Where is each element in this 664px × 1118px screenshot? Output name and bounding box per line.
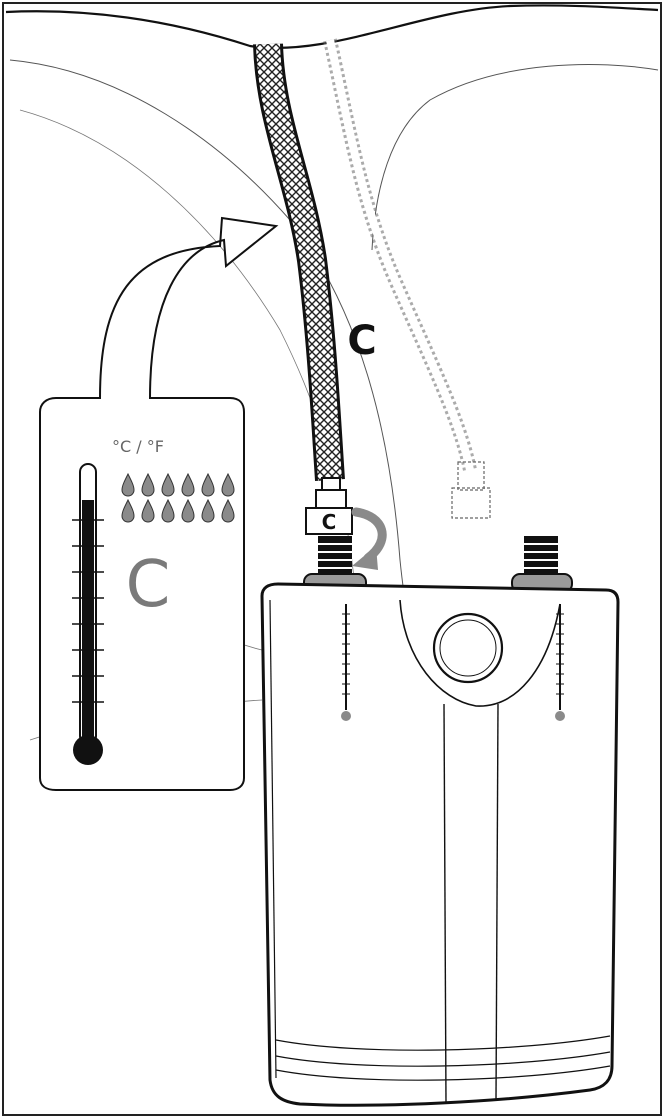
tighten-arrow-head [352, 546, 378, 570]
sink-bowl-curve-right [371, 63, 659, 251]
temperature-knob-icon [432, 612, 504, 684]
dashed-connector-nut [451, 487, 491, 519]
sink-top-edge [5, 4, 659, 50]
heater-bottom-line-2 [275, 1051, 611, 1067]
thermometer-fill [82, 500, 94, 746]
water-drops-icon [121, 472, 235, 523]
cold-gauge-bulb [555, 711, 565, 721]
temperature-knob-ring [439, 619, 497, 677]
heater-bottom-line-1 [275, 1035, 611, 1051]
heater-front-panel [399, 599, 561, 707]
heater-left-edge [269, 599, 277, 1079]
heater-panel-line-left [443, 703, 447, 1105]
callout-label: C [126, 548, 171, 622]
hot-gauge-bulb [341, 711, 351, 721]
heater-bottom-line-3 [275, 1065, 611, 1081]
connector-nut [305, 507, 353, 535]
hot-outlet-thread [318, 536, 352, 576]
braided-hose [256, 43, 342, 481]
cold-outlet-thread-lines [524, 543, 558, 569]
thermometer-bulb [73, 735, 103, 765]
cold-outlet-thread [524, 536, 558, 576]
hose-label: C [347, 318, 376, 364]
dashed-connector [457, 461, 485, 491]
connector-label: C [322, 510, 337, 534]
water-heater-body [260, 582, 620, 1107]
dashed-hose-core [326, 39, 474, 471]
hot-gauge-ticks [342, 613, 350, 695]
cold-gauge-ticks [556, 613, 564, 695]
heater-panel-line-right [495, 703, 499, 1101]
temperature-unit-label: °C / °F [112, 437, 164, 456]
callout-bubble [39, 216, 279, 791]
tighten-arrow [351, 507, 387, 563]
thermometer-ticks [72, 519, 104, 703]
hot-outlet-thread-lines [318, 543, 352, 569]
